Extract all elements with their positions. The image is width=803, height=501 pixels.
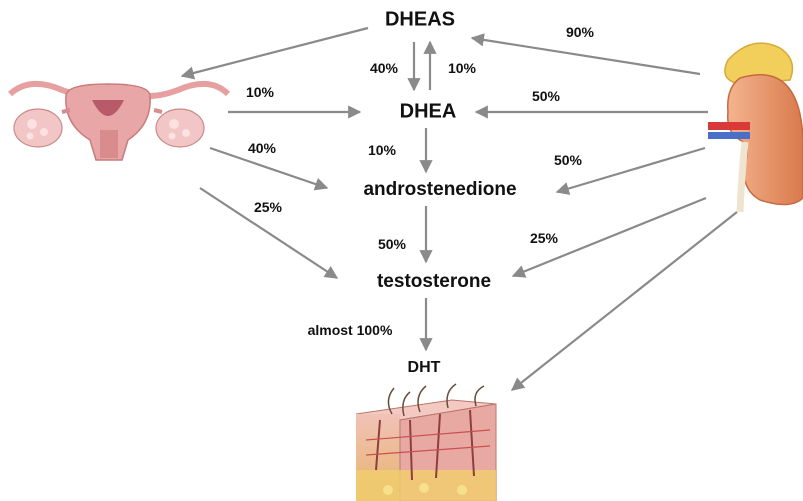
arrow-adrenal-to-androstenedione [555,146,706,195]
label-adrenal-to-testosterone: 25% [529,230,559,246]
node-dhea: DHEA [399,100,457,123]
arrow-adrenal-to-skin [510,211,738,391]
label-ovary-to-testosterone: 25% [253,199,283,215]
label-adrenal-to-dhea: 50% [531,88,561,104]
skin-cross-section-icon [355,383,497,501]
label-testosterone-to-dht: almost 100% [307,322,393,338]
arrow-adrenal-to-testosterone [511,196,707,278]
label-dhea-to-dheas: 10% [447,60,477,76]
node-androstenedione: androstenedione [363,179,517,200]
node-dht: DHT [407,359,441,376]
arrow-dheas-to-ovary [180,26,369,80]
label-dhea-to-androstenedione: 10% [367,142,397,158]
label-ovary-to-dhea: 10% [245,84,275,100]
arrow-ovary-to-androstenedione [209,146,329,191]
label-adrenal-to-dheas: 90% [565,24,595,40]
node-dheas: DHEAS [384,8,456,31]
label-dheas-to-dhea: 40% [369,60,399,76]
female-reproductive-organs-icon [7,81,231,161]
arrow-adrenal-to-dheas [470,33,701,76]
label-androstenedione-to-testosterone: 50% [377,236,407,252]
kidney-adrenal-icon [708,42,803,213]
node-testosterone: testosterone [376,271,492,292]
label-adrenal-to-androstenedione: 50% [553,152,583,168]
label-ovary-to-androstenedione: 40% [247,140,277,156]
arrow-ovary-to-testosterone [199,187,339,279]
